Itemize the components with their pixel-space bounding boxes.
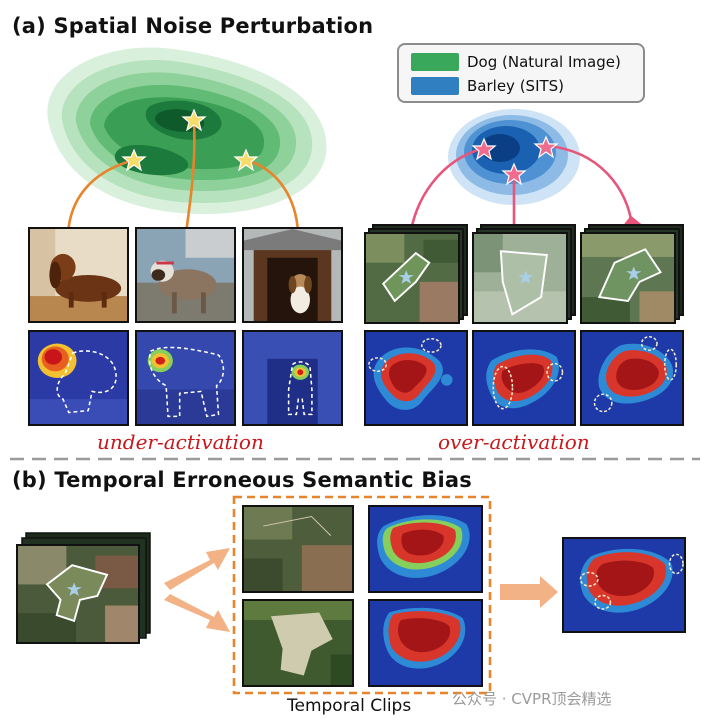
dog-heatmap-2 (135, 330, 236, 426)
sits-heatmap-1 (364, 330, 468, 426)
temporal-clips-label: Temporal Clips (287, 696, 412, 716)
legend: Dog (Natural Image) Barley (SITS) (397, 43, 645, 103)
over-activation-caption: over-activation (438, 430, 590, 454)
legend-item-dog: Dog (Natural Image) (411, 51, 621, 73)
temporal-clip-heatmap-1 (368, 505, 483, 593)
legend-swatch-green (411, 53, 459, 71)
legend-swatch-blue (411, 77, 459, 95)
sits-heatmap-3 (580, 330, 684, 426)
legend-item-barley: Barley (SITS) (411, 75, 564, 97)
dog-heatmap-1 (28, 330, 129, 426)
sits-image-3 (580, 232, 676, 324)
watermark: 公众号 · CVPR顶会精选 (452, 690, 612, 708)
dog-photo-3 (242, 227, 343, 323)
temporal-clip-image-1 (242, 505, 354, 593)
dog-heatmap-3 (242, 330, 343, 426)
sits-image-2 (472, 232, 568, 324)
legend-label-dog: Dog (Natural Image) (467, 53, 621, 71)
temporal-clips-box (232, 495, 492, 695)
green-connectors (66, 119, 300, 235)
dog-photo-2 (135, 227, 236, 323)
sits-image-1 (364, 232, 460, 324)
legend-label-barley: Barley (SITS) (467, 77, 565, 95)
blue-density-blob (448, 109, 580, 205)
dog-photo-1 (28, 227, 129, 323)
sits-output-heatmap (562, 537, 686, 633)
panel-a-title: (a) Spatial Noise Perturbation (12, 14, 374, 38)
sits-heatmap-2 (472, 330, 576, 426)
temporal-clip-image-2 (242, 599, 354, 687)
temporal-clip-heatmap-2 (368, 599, 483, 687)
under-activation-caption: under-activation (97, 430, 264, 454)
blue-star-icons (471, 135, 559, 186)
panel-b-title: (b) Temporal Erroneous Semantic Bias (12, 468, 473, 492)
green-star-icons (121, 108, 259, 172)
sits-input-image (16, 544, 140, 644)
orange-arrows (164, 548, 558, 632)
